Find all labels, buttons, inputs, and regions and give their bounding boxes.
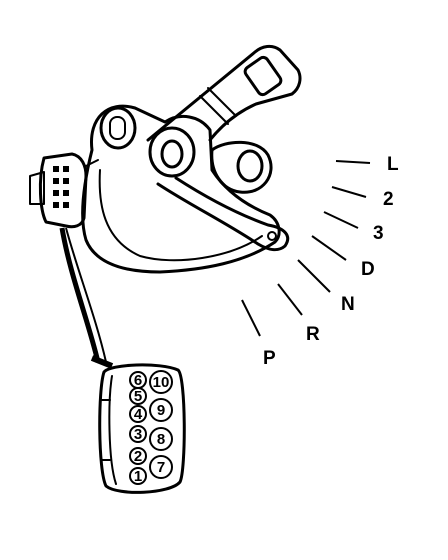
body-connector <box>29 152 99 229</box>
pin-label-7: 7 <box>157 459 165 476</box>
gear-pointer-line-r <box>277 283 303 316</box>
pin-label-5: 5 <box>134 388 142 405</box>
pin-label-9: 9 <box>157 402 165 419</box>
connector-pin-labels: 654 3 2 1 10 9 8 7 <box>129 370 173 485</box>
pin-label-3: 3 <box>134 426 142 443</box>
shift-lever <box>146 44 302 252</box>
pin-label-2: 2 <box>134 448 142 465</box>
pin-circle-5 <box>129 387 147 405</box>
gear-label-p: P <box>263 348 276 369</box>
gear-pointer-line-2 <box>331 186 367 198</box>
connector-pin-holes <box>53 166 69 208</box>
gear-label-3: 3 <box>373 223 384 244</box>
gear-pointer-line-n <box>297 259 331 293</box>
gear-label-2: 2 <box>383 189 394 210</box>
pin-label-4: 4 <box>134 406 143 423</box>
pin-circle-1 <box>129 467 147 485</box>
gear-label-d: D <box>361 259 375 280</box>
gear-label-n: N <box>341 294 355 315</box>
pin-label-8: 8 <box>157 431 165 448</box>
wire-harness <box>59 227 114 369</box>
gear-pointer-line-p <box>241 299 261 337</box>
gear-pointer-line-3 <box>323 211 359 229</box>
switch-housing <box>81 104 281 274</box>
gear-pointer-line-d <box>311 235 347 261</box>
pin-circle-3 <box>129 425 147 443</box>
pin-circle-4 <box>129 405 147 423</box>
connector-face <box>98 363 186 494</box>
pin-circle-9 <box>149 398 173 422</box>
gear-label-l: L <box>387 154 399 175</box>
pin-circle-10 <box>149 370 173 394</box>
gear-pointer-line-l <box>335 160 371 164</box>
pin-label-10: 10 <box>153 374 170 391</box>
pin-label-6: 6 <box>134 372 142 389</box>
pin-circle-2 <box>129 447 147 465</box>
pin-circle-8 <box>149 427 173 451</box>
pin-label-1: 1 <box>134 468 142 485</box>
gear-label-r: R <box>306 324 320 345</box>
pin-circle-7 <box>149 455 173 479</box>
